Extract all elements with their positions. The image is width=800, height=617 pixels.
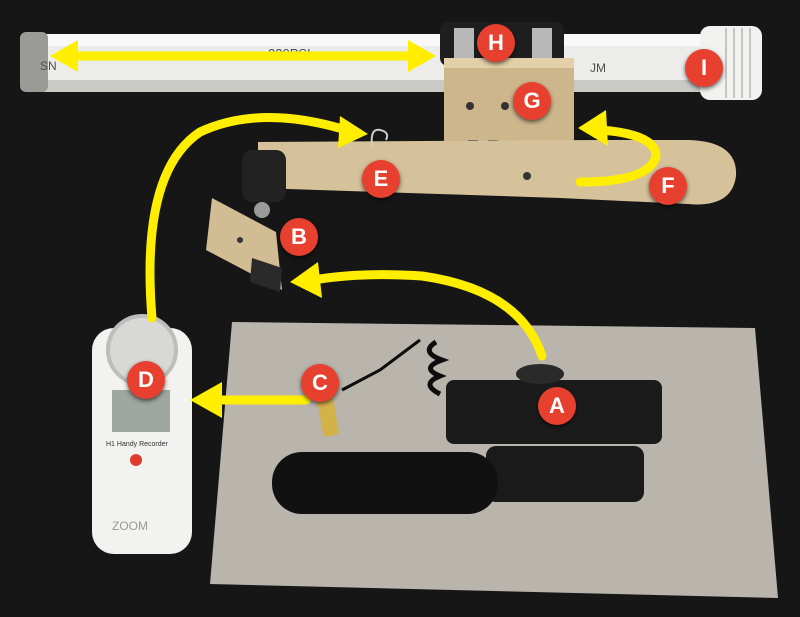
wooden-shoe-mount [206,198,282,292]
arrow-recorder-to-hook [145,113,351,323]
marker-f: F [649,167,687,205]
recorder-brand: ZOOM [112,519,148,533]
marker-i: I [685,49,723,87]
marker-a: A [538,387,576,425]
pipe-print-left: SN [40,59,57,73]
arrow-arm-slot [575,125,661,187]
ball-head [242,150,286,218]
mic-body [486,446,644,502]
arm-bolt-hole [523,172,531,180]
marker-d: D [127,361,165,399]
audio-jack [317,395,339,437]
pvc-pipe: SN 220PSI JM [20,26,762,100]
cable-hook [370,128,389,147]
arrow-heads [50,40,608,418]
shotgun-microphone [272,338,662,514]
wooden-clamp-block [444,58,574,152]
pipe-end-cap-left [20,32,48,92]
pipe-print-right: JM [590,61,606,75]
marker-b: B [280,218,318,256]
recorder-model: H1 Handy Recorder [106,441,169,448]
mount-knob [516,364,564,384]
marker-h: H [477,24,515,62]
annotation-arrows [65,51,661,405]
coiled-cable [426,339,450,397]
marker-g: G [513,82,551,120]
marker-c: C [301,364,339,402]
marker-e: E [362,160,400,198]
record-button-dot [130,454,142,466]
handheld-recorder: H1 Handy Recorder ZOOM [92,314,192,554]
foam-windscreen [272,452,498,514]
arrow-mic-to-shoe [309,270,547,361]
